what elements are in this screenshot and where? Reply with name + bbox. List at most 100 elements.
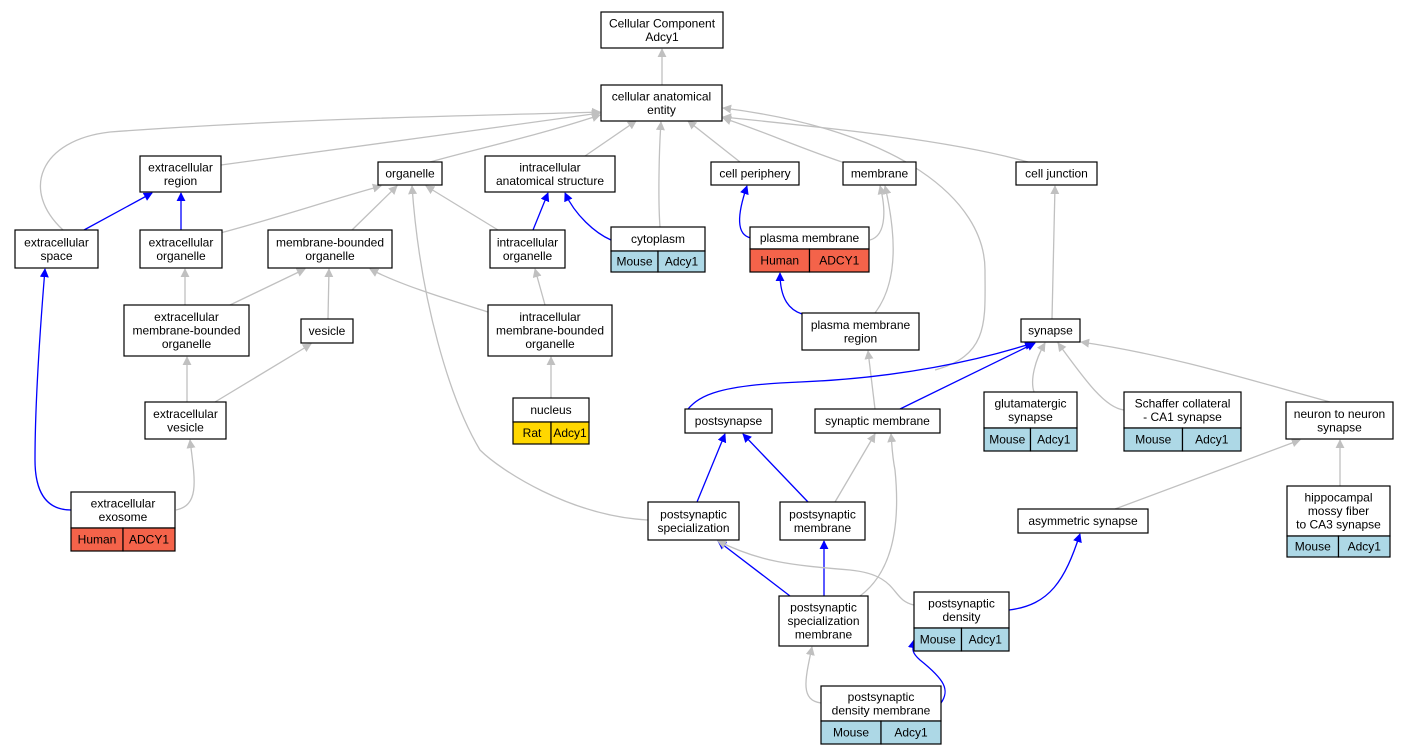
node-label-line: organelle xyxy=(503,249,553,263)
node-label-line: intracellular xyxy=(497,235,558,249)
node-label-line: membrane xyxy=(795,628,853,642)
node-cellper[interactable]: cell periphery xyxy=(710,161,800,186)
node-label-line: mossy fiber xyxy=(1308,504,1369,518)
node-synmem[interactable]: synaptic membrane xyxy=(814,408,941,434)
edge-imbo-to-mbo xyxy=(369,268,489,313)
gene-label: Adcy1 xyxy=(969,633,1003,647)
edge-psdm-to-pssm xyxy=(805,646,822,704)
species-label: Human xyxy=(78,533,117,547)
node-box xyxy=(801,312,920,351)
edge-pssm-to-synmem xyxy=(859,433,898,597)
node-box xyxy=(487,304,613,357)
edge-pm-to-cellper xyxy=(738,185,752,239)
edge-pmr-to-membrane xyxy=(874,185,894,314)
node-postsyn[interactable]: postsynapse xyxy=(684,408,773,434)
node-organelle[interactable]: organelle xyxy=(377,161,443,186)
edge-organelle-to-cae xyxy=(429,113,601,163)
node-label-line: synaptic membrane xyxy=(825,414,930,428)
node-box xyxy=(983,391,1078,429)
node-box xyxy=(484,155,616,193)
node-label-line: exosome xyxy=(99,510,148,524)
edge-embo-to-mbo xyxy=(229,268,306,306)
node-membrane[interactable]: membrane xyxy=(842,161,917,186)
node-label-line: cellular anatomical xyxy=(612,89,711,103)
gene-label: Adcy1 xyxy=(553,426,587,440)
node-label-line: specialization xyxy=(657,521,729,535)
edge-celljunc-to-cae xyxy=(722,113,1029,163)
edge-icorg-to-organelle xyxy=(425,185,499,231)
node-label-line: intracellular xyxy=(519,160,580,174)
node-asym[interactable]: asymmetric synapse xyxy=(1017,508,1149,534)
node-label-line: synapse xyxy=(1008,410,1053,424)
gene-label: ADCY1 xyxy=(819,254,859,268)
node-label-line: neuron to neuron xyxy=(1294,407,1385,421)
node-label-line: postsynaptic xyxy=(789,507,856,521)
node-box xyxy=(814,408,941,434)
node-synapse[interactable]: synapse xyxy=(1020,318,1081,343)
edge-vesicle-to-mbo xyxy=(324,268,334,320)
node-label-line: synapse xyxy=(1317,420,1362,434)
node-label-line: vesicle xyxy=(167,420,204,434)
node-box xyxy=(779,501,866,541)
edge-cytoplasm-to-cae xyxy=(655,121,665,228)
node-label-line: synapse xyxy=(1028,324,1073,338)
node-label-line: membrane-bounded xyxy=(132,324,240,338)
node-label-line: specialization xyxy=(787,614,859,628)
node-label-line: membrane xyxy=(851,167,909,181)
gene-cell xyxy=(657,250,706,273)
gene-label: Adcy1 xyxy=(1195,433,1229,447)
node-label-line: space xyxy=(40,249,72,263)
node-box xyxy=(377,161,443,186)
species-label: Mouse xyxy=(989,433,1025,447)
node-label-line: cell periphery xyxy=(719,167,790,181)
node-box xyxy=(913,591,1010,629)
node-label-line: postsynaptic xyxy=(790,601,857,615)
node-box xyxy=(139,229,223,269)
edge-membrane-to-cae xyxy=(722,116,846,164)
node-label-line: glutamatergic xyxy=(994,396,1066,410)
edge-postsyn-to-synapse xyxy=(687,341,1034,410)
gene-cell xyxy=(1337,535,1391,558)
node-vesicle[interactable]: vesicle xyxy=(300,318,354,344)
node-celljunc[interactable]: cell junction xyxy=(1015,161,1098,186)
node-label-line: Schaffer collateral xyxy=(1135,396,1231,410)
node-box xyxy=(600,84,723,122)
node-label-line: extracellular xyxy=(153,407,218,421)
gene-cell xyxy=(1029,427,1078,452)
node-label-line: entity xyxy=(647,103,676,117)
node-label-line: region xyxy=(844,331,877,345)
gene-label: ADCY1 xyxy=(129,533,169,547)
edge-extspace-to-cae xyxy=(39,107,601,231)
node-label-line: extracellular xyxy=(149,235,214,249)
node-box xyxy=(684,408,773,434)
edge-psm-to-synmem xyxy=(834,433,876,503)
node-label-line: region xyxy=(164,174,197,188)
node-label-line: membrane xyxy=(794,521,852,535)
species-label: Mouse xyxy=(920,633,956,647)
